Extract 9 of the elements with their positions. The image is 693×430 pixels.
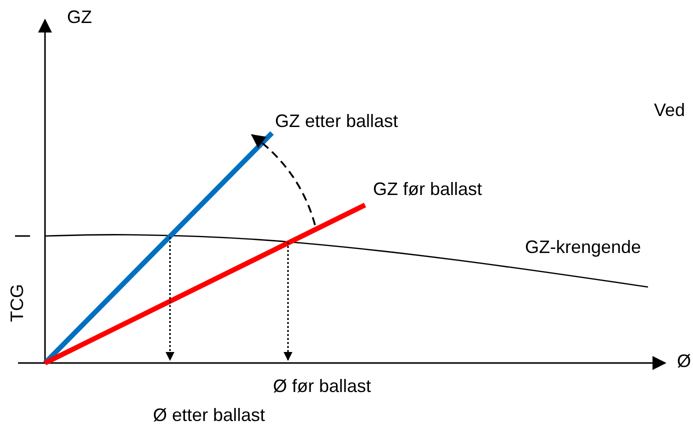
line-label: GZ før ballast xyxy=(373,180,482,200)
axis-label: Ø xyxy=(677,352,692,372)
axis-label: GZ xyxy=(67,8,92,28)
curve-label: GZ-krengende xyxy=(525,238,642,258)
axis-label: TCG xyxy=(8,284,28,322)
angle-label: Ø etter ballast xyxy=(153,406,266,426)
text-label: Ved xyxy=(654,101,686,121)
angle-label: Ø før ballast xyxy=(273,377,372,397)
line-label: GZ etter ballast xyxy=(275,112,398,132)
